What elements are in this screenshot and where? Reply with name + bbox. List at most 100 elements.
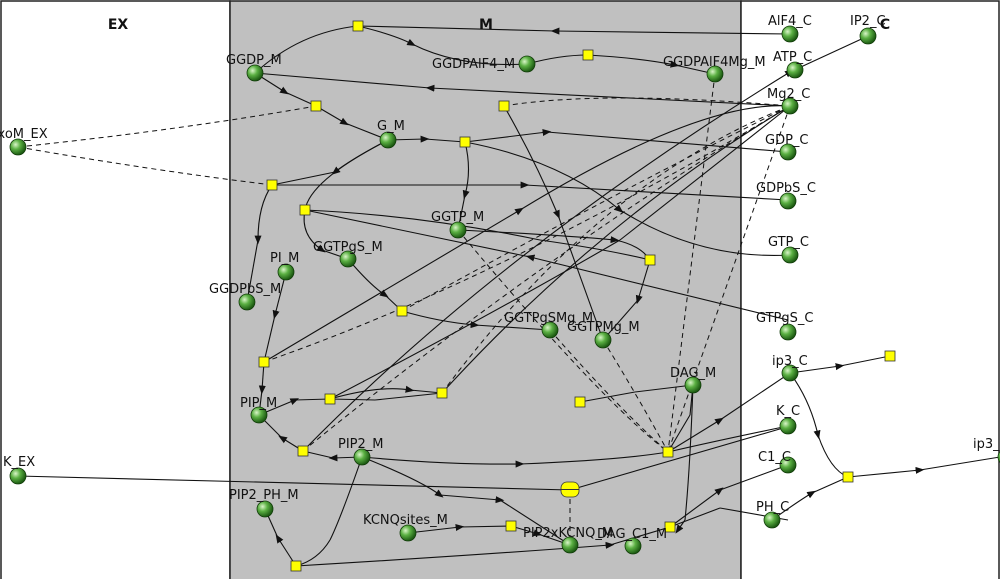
species-label: GDP_C	[765, 133, 809, 148]
species-label: PI_M	[270, 251, 299, 266]
species-kcnqsites-m[interactable]: KCNQsites_M	[363, 513, 448, 542]
species-node-icon[interactable]	[779, 456, 797, 474]
species-node-icon[interactable]	[339, 250, 357, 268]
species-ggtpgs-m[interactable]: GGTPgS_M	[313, 240, 383, 268]
species-node-icon[interactable]	[399, 524, 417, 542]
species-k-c[interactable]: K_C	[776, 404, 800, 435]
species-node-icon[interactable]	[763, 511, 781, 529]
species-oxom-ex[interactable]: oxoM_EX	[0, 127, 48, 156]
species-node-icon[interactable]	[779, 323, 797, 341]
species-node-icon[interactable]	[9, 138, 27, 156]
species-label: IP2_C	[850, 14, 886, 29]
species-label: ip3_EC	[973, 437, 1000, 452]
species-node-icon[interactable]	[353, 448, 371, 466]
species-node-icon[interactable]	[561, 536, 579, 554]
species-node-icon[interactable]	[256, 500, 274, 518]
species-label: Mg2_C	[767, 87, 810, 102]
species-node-icon[interactable]	[779, 192, 797, 210]
species-ggtp-m[interactable]: GGTP_M	[431, 210, 484, 239]
species-node-icon[interactable]	[779, 143, 797, 161]
species-label: KCNQsites_M	[363, 513, 448, 528]
species-ip3-c[interactable]: ip3_C	[772, 354, 808, 382]
species-pip2-m[interactable]: PIP2_M	[338, 437, 384, 466]
species-node-icon[interactable]	[518, 55, 536, 73]
species-label: GGDPAlF4_M	[432, 57, 515, 72]
species-node-icon[interactable]	[781, 97, 799, 115]
species-node-icon[interactable]	[449, 221, 467, 239]
species-label: G_M	[377, 119, 405, 134]
species-node-icon[interactable]	[9, 467, 27, 485]
species-node-icon[interactable]	[594, 331, 612, 349]
species-node-icon[interactable]	[238, 293, 256, 311]
species-c1-c[interactable]: C1_C	[758, 450, 797, 474]
species-node-icon[interactable]	[786, 61, 804, 79]
species-ip2-c[interactable]: IP2_C	[850, 14, 886, 45]
species-label: GGTPMg_M	[567, 320, 640, 335]
species-ph-c[interactable]: PH_C	[756, 500, 789, 529]
compartment-label: M	[479, 17, 493, 33]
species-label: PIP2_M	[338, 437, 384, 452]
reaction-nodes	[258, 20, 896, 572]
species-node-icon[interactable]	[277, 263, 295, 281]
species-node-icon[interactable]	[781, 364, 799, 382]
species-ggdpbs-m[interactable]: GGDPbS_M	[209, 282, 281, 311]
compartment-c[interactable]: C	[740, 0, 1000, 579]
species-ggdp-m[interactable]: GGDP_M	[226, 53, 282, 82]
species-pip2xkcnq-m[interactable]: PIP2xKCNQ_M	[523, 526, 613, 554]
species-label: PIP2xKCNQ_M	[523, 526, 613, 541]
compartment-ex[interactable]: EX	[0, 0, 231, 579]
species-label: GGDPAlF4Mg_M	[663, 55, 766, 70]
species-ggdpalf4mg-m[interactable]: GGDPAlF4Mg_M	[663, 55, 766, 83]
species-label: GGTPgS_M	[313, 240, 383, 255]
compartment-label: C	[880, 17, 890, 33]
species-label: ATP_C	[773, 50, 812, 65]
modifier-edges	[17, 73, 791, 545]
species-label: oxoM_EX	[0, 127, 48, 142]
species-label: GGDP_M	[226, 53, 282, 68]
species-label: GTPgS_C	[756, 311, 813, 326]
species-node-icon[interactable]	[246, 64, 264, 82]
species-mg2-c[interactable]: Mg2_C	[767, 87, 810, 115]
species-pip2-ph-m[interactable]: PIP2_PH_M	[229, 488, 299, 518]
species-node-icon[interactable]	[781, 25, 799, 43]
species-label: PH_C	[756, 500, 789, 515]
transport-node	[560, 481, 580, 498]
species-gtp-c[interactable]: GTP_C	[768, 235, 809, 264]
compartment-label: EX	[108, 17, 129, 33]
species-pi-m[interactable]: PI_M	[270, 251, 299, 281]
species-g-m[interactable]: G_M	[377, 119, 405, 149]
species-ggtpmg-m[interactable]: GGTPMg_M	[567, 320, 640, 349]
species-label: DAG_M	[670, 366, 716, 381]
species-label: PIP_M	[240, 396, 277, 411]
species-gdp-c[interactable]: GDP_C	[765, 133, 809, 161]
species-node-icon[interactable]	[859, 27, 877, 45]
species-node-icon[interactable]	[624, 537, 642, 555]
species-node-icon[interactable]	[706, 65, 724, 83]
species-label: GGDPbS_M	[209, 282, 281, 297]
species-node-icon[interactable]	[250, 406, 268, 424]
species-ggdpalf4-m[interactable]: GGDPAlF4_M	[432, 55, 536, 73]
species-label: GDPbS_C	[756, 181, 816, 196]
species-node-icon[interactable]	[541, 321, 559, 339]
species-k-ex[interactable]: K_EX	[3, 455, 35, 485]
species-node-icon[interactable]	[684, 376, 702, 394]
species-node-icon[interactable]	[379, 131, 397, 149]
species-label: PIP2_PH_M	[229, 488, 299, 503]
species-pip-m[interactable]: PIP_M	[240, 396, 277, 424]
species-gtpgs-c[interactable]: GTPgS_C	[756, 311, 813, 341]
species-node-icon[interactable]	[779, 417, 797, 435]
species-alf4-c[interactable]: AlF4_C	[768, 14, 812, 43]
reaction-edges	[17, 25, 1000, 567]
species-gdpbs-c[interactable]: GDPbS_C	[756, 181, 816, 210]
species-label: C1_C	[758, 450, 791, 465]
species-label: K_C	[776, 404, 800, 419]
species-atp-c[interactable]: ATP_C	[773, 50, 812, 79]
species-node-icon[interactable]	[781, 246, 799, 264]
species-ggtpgsmg-m[interactable]: GGTPgSMg_M	[504, 311, 593, 339]
species-label: DAG_C1_M	[597, 527, 667, 542]
compartment-m[interactable]: M	[229, 0, 742, 579]
species-dag-c1-m[interactable]: DAG_C1_M	[597, 527, 667, 555]
species-dag-m[interactable]: DAG_M	[670, 366, 716, 394]
